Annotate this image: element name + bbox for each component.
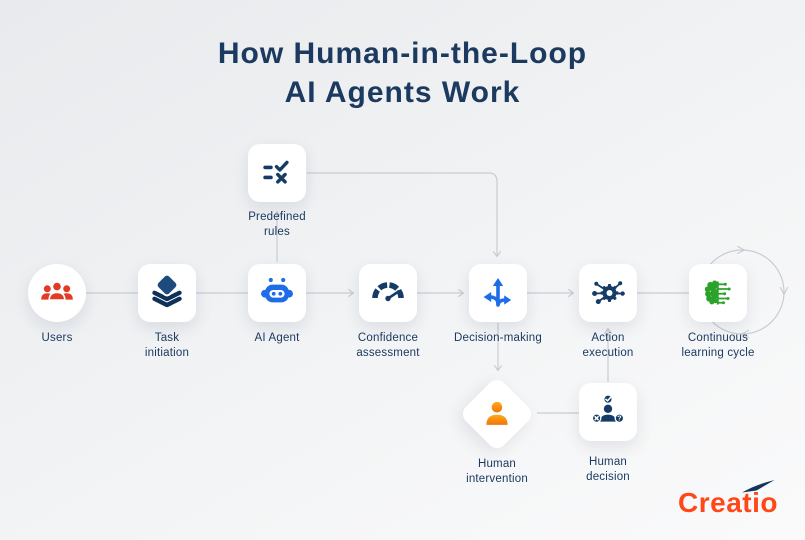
page-title: How Human-in-the-Loop AI Agents Work <box>0 34 805 112</box>
branching-arrows-icon <box>480 275 516 311</box>
node-human-decision: ? <box>579 383 637 441</box>
svg-text:?: ? <box>617 416 621 423</box>
label-confidence-assessment: Confidence assessment <box>356 332 420 359</box>
gauge-icon <box>370 275 406 311</box>
node-continuous-learning <box>689 264 747 322</box>
label-users: Users <box>41 332 73 344</box>
loop-arrow-top <box>736 245 746 255</box>
ai-brain-circuit-icon <box>701 276 735 310</box>
label-decision-making: Decision-making <box>453 332 542 344</box>
title-line-1: How Human-in-the-Loop <box>217 37 588 70</box>
node-users <box>28 264 86 322</box>
edge-rules-decision <box>307 172 501 258</box>
users-group-icon <box>39 275 75 311</box>
person-choice-icon: ? <box>590 394 626 430</box>
creatio-logo: Creatio <box>678 480 778 519</box>
label-human-decision: Human decision <box>586 456 630 483</box>
checklist-rules-icon <box>260 156 294 190</box>
title-line-2: AI Agents Work <box>284 76 521 109</box>
node-task-initiation <box>138 264 196 322</box>
node-decision-making <box>469 264 527 322</box>
label-task-initiation: Task initiation <box>144 332 190 359</box>
label-ai-agent: AI Agent <box>254 332 300 344</box>
robot-icon <box>259 275 295 311</box>
label-continuous-learning: Continuous learning cycle <box>681 332 755 359</box>
label-human-intervention: Human intervention <box>466 458 528 485</box>
creatio-wordmark: Creatio <box>678 487 778 518</box>
loop-arrow-bottom <box>740 329 750 339</box>
creatio-arrow-icon <box>742 480 775 493</box>
node-ai-agent <box>248 264 306 322</box>
node-human-intervention <box>458 375 536 453</box>
label-action-execution: Action execution <box>582 332 634 359</box>
node-confidence-assessment <box>359 264 417 322</box>
gear-network-icon <box>590 275 626 311</box>
person-icon <box>480 397 514 431</box>
node-predefined-rules <box>248 144 306 202</box>
loop-arrow-right <box>779 286 789 296</box>
label-predefined-rules: Predefined rules <box>248 211 306 238</box>
node-action-execution <box>579 264 637 322</box>
layers-stack-icon <box>149 275 185 311</box>
